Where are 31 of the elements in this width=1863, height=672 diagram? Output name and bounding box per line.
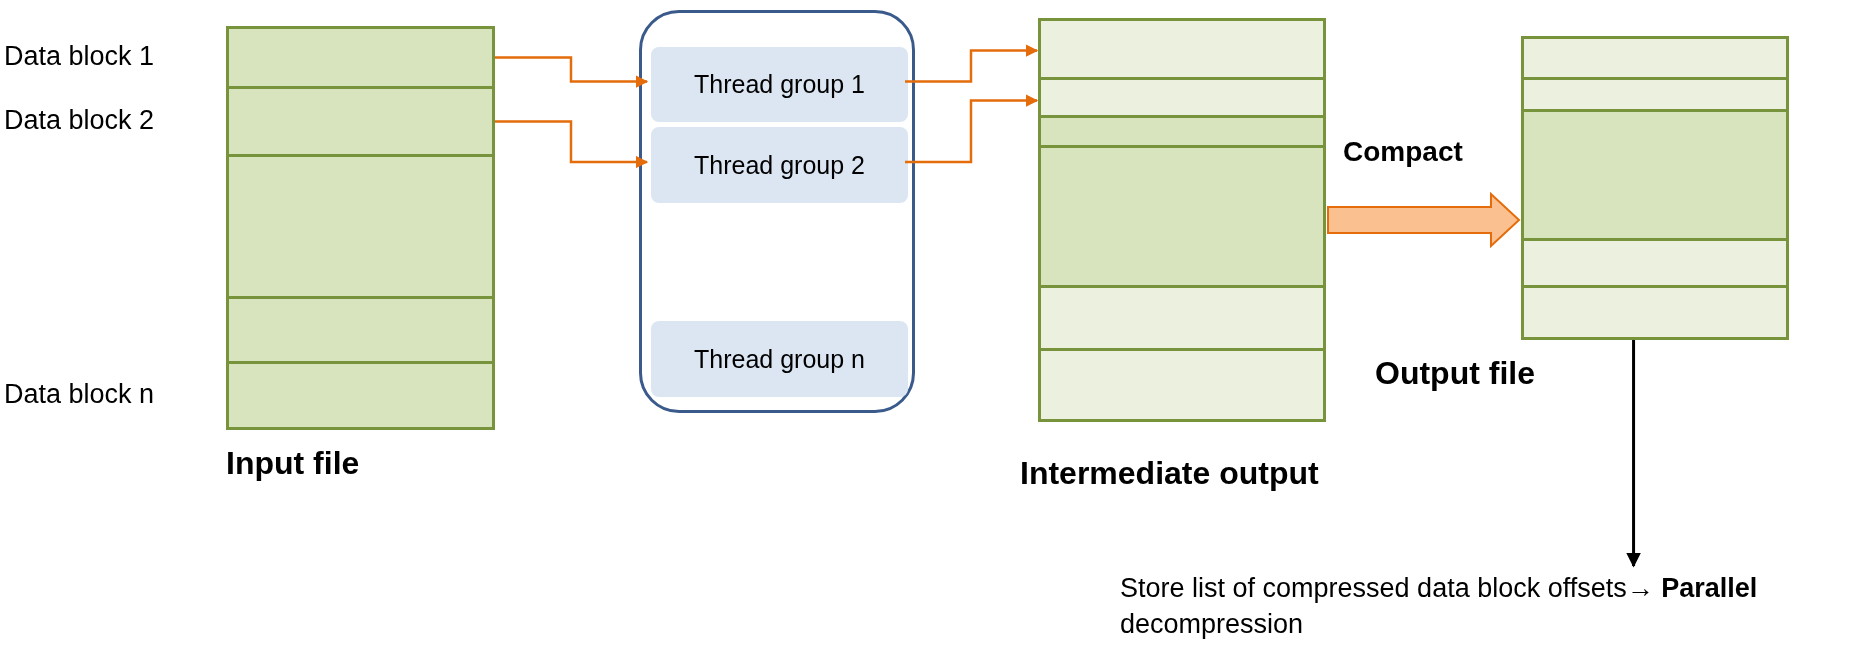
file-title: Input file bbox=[226, 445, 360, 482]
edge-label: Compact bbox=[1343, 136, 1463, 168]
data-block-row bbox=[1041, 80, 1323, 118]
arrow bbox=[905, 44, 1039, 83]
data-block-row bbox=[1524, 112, 1786, 241]
data-block-row bbox=[1524, 80, 1786, 112]
arrow bbox=[1626, 340, 1642, 568]
file-title: Output file bbox=[1375, 355, 1535, 392]
data-block-row bbox=[1524, 288, 1786, 337]
data-block-row bbox=[1041, 288, 1323, 351]
thread-group-box: Thread group 1 bbox=[651, 47, 908, 122]
file-title: Intermediate output bbox=[1020, 455, 1319, 492]
data-block-row bbox=[1524, 39, 1786, 80]
arrow bbox=[495, 56, 649, 88]
thread-group-box: Thread group n bbox=[651, 321, 908, 397]
data-block-row bbox=[1524, 241, 1786, 288]
data-block-row bbox=[226, 154, 495, 299]
thread-pool-box bbox=[639, 10, 915, 413]
data-block-row bbox=[1041, 21, 1323, 80]
block-arrow bbox=[1327, 191, 1521, 249]
data-block-row bbox=[1041, 148, 1323, 288]
row-label: Data block 1 bbox=[4, 40, 155, 72]
arrow bbox=[905, 94, 1039, 164]
arrow bbox=[495, 120, 649, 169]
row-label: Data block 2 bbox=[4, 104, 155, 136]
note-text: Store list of compressed data block offsets→ Parallel decompression bbox=[1120, 570, 1860, 660]
thread-group-box: Thread group 2 bbox=[651, 127, 908, 203]
data-block-row bbox=[1041, 351, 1323, 419]
data-block-row bbox=[226, 296, 495, 364]
data-block-row bbox=[1041, 118, 1323, 148]
row-label: Data block n bbox=[4, 378, 155, 410]
